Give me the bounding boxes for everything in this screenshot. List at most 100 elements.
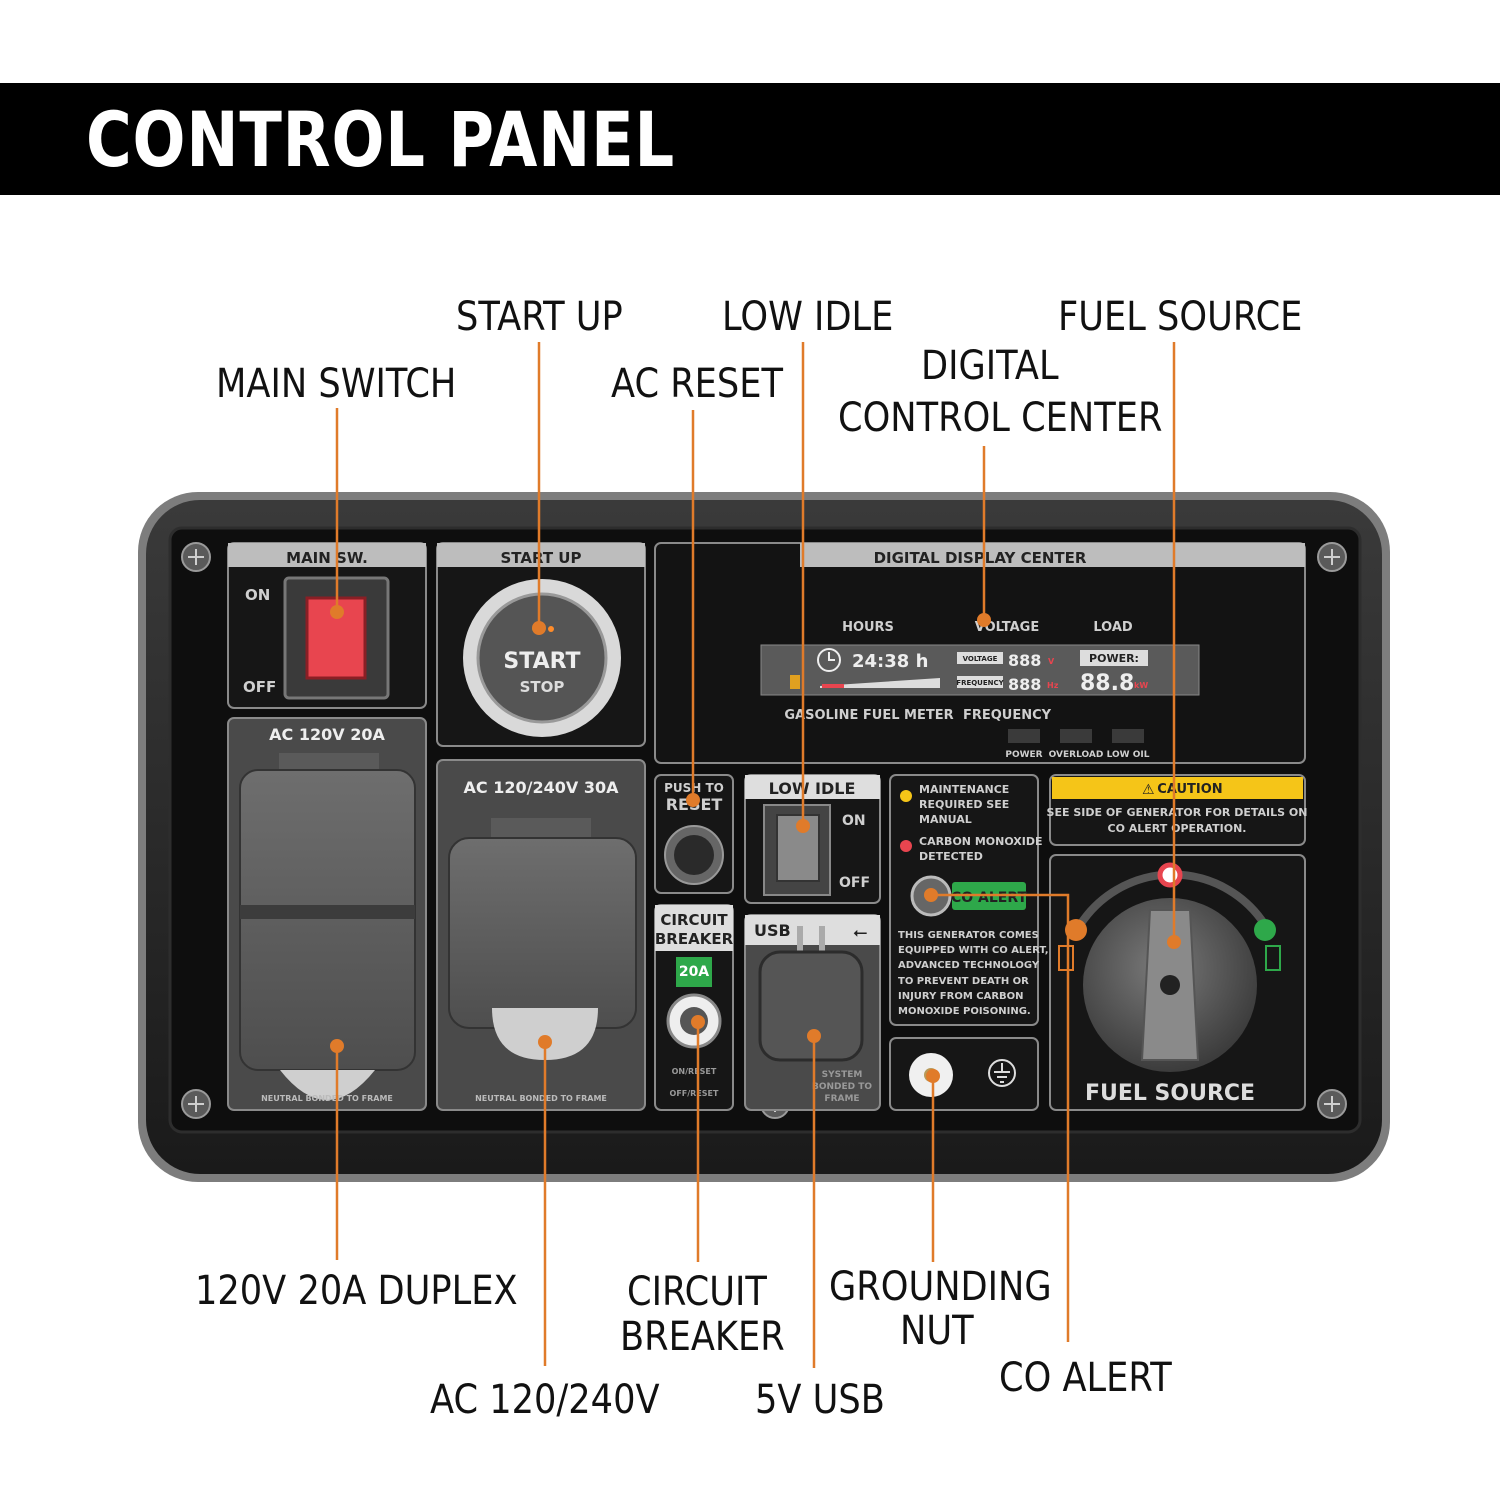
header-bar: CONTROL PANEL	[0, 83, 1500, 195]
duplex-outlet-panel: AC 120V 20A NEUTRAL BONDED TO FRAME	[227, 717, 427, 1111]
start-up-panel: START UP START STOP	[436, 542, 646, 747]
callout-5v-usb: 5V USB	[755, 1377, 885, 1423]
panel-co-co2: DETECTED	[919, 850, 983, 863]
callout-circuit-line2: BREAKER	[620, 1314, 785, 1360]
panel-usb-title: USB	[754, 921, 791, 940]
panel-display-seg: 888	[1008, 675, 1041, 694]
callout-digital-line2: CONTROL CENTER	[838, 395, 1163, 441]
panel-display-voltage: VOLTAGE	[975, 620, 1040, 635]
callout-co-alert: CO ALERT	[999, 1355, 1172, 1401]
leader-lines	[335, 342, 1176, 1368]
low-idle-panel: LOW IDLE ON OFF	[744, 774, 881, 904]
callout-duplex: 120V 20A DUPLEX	[195, 1268, 518, 1314]
panel-co-maint2: REQUIRED SEE	[919, 798, 1009, 811]
panel-co-co1: CARBON MONOXIDE	[919, 835, 1043, 848]
panel-low_idle-on: ON	[842, 813, 866, 829]
panel-display-voltage_tag: VOLTAGE	[963, 655, 998, 663]
panel-caution-line1: SEE SIDE OF GENERATOR FOR DETAILS ON	[1047, 806, 1308, 819]
twistlock-outlet-cover	[448, 837, 637, 1029]
panel-display-power_value: 88.8	[1080, 671, 1134, 696]
callout-grounding-line2: NUT	[900, 1308, 974, 1354]
panel-usb-note3: FRAME	[824, 1094, 859, 1104]
panel-breaker-rating: 20A	[679, 964, 709, 980]
callout-low-idle: LOW IDLE	[722, 294, 894, 340]
panel-display-unit_hz: Hz	[1047, 681, 1059, 690]
propane-icon	[1058, 945, 1074, 971]
panel-breaker-line1: CIRCUIT	[660, 911, 728, 929]
start-label: START	[503, 649, 580, 674]
main-switch-panel: MAIN SW. ON OFF	[227, 542, 427, 709]
panel-caution-title: CAUTION	[1157, 782, 1222, 797]
fuel-meter-bar	[820, 678, 940, 688]
callout-circuit-line1: CIRCUIT	[627, 1269, 767, 1315]
callout-grounding-line1: GROUNDING	[829, 1264, 1052, 1310]
panel-display-unit_kw: kW	[1134, 681, 1148, 690]
panel-outlet_30a-note: NEUTRAL BONDED TO FRAME	[475, 1094, 607, 1103]
panel-display-fuel_meter: GASOLINE FUEL METER	[784, 708, 953, 723]
panel-co-body-3: TO PREVENT DEATH OR	[898, 976, 1029, 987]
panel-fuel-label: FUEL SOURCE	[1085, 1081, 1255, 1106]
gasoline-icon	[1265, 945, 1281, 971]
panel-display-seg: 888	[1008, 651, 1041, 670]
usb-port-cover	[758, 950, 864, 1062]
caution-panel: ⚠ CAUTION SEE SIDE OF GENERATOR FOR DETA…	[1047, 774, 1308, 846]
duplex-outlet-cover	[239, 769, 416, 1071]
panel-usb-note2: BONDED TO	[812, 1082, 872, 1092]
usb-panel: USB ⭠ SYSTEM BONDED TO FRAME	[744, 914, 881, 1111]
panel-outlet_30a-title: AC 120/240V 30A	[464, 778, 620, 797]
leader-dots	[330, 605, 1181, 1083]
low-oil-indicator	[1112, 729, 1144, 743]
panel-display-frequency: FREQUENCY	[963, 708, 1052, 723]
panel-breaker-off: OFF/RESET	[670, 1089, 720, 1098]
panel-co-body-2: ADVANCED TECHNOLOGY	[898, 960, 1040, 971]
start-up-title: START UP	[501, 549, 582, 567]
panel-co-maint3: MANUAL	[919, 813, 972, 826]
main-sw-off: OFF	[243, 678, 276, 696]
panel-display-hours: HOURS	[842, 620, 894, 635]
start-stop-button	[476, 592, 608, 724]
warning-icon: ⚠	[1142, 782, 1155, 798]
callout-start-up: START UP	[456, 294, 623, 340]
co-alert-panel: MAINTENANCE REQUIRED SEE MANUAL CARBON M…	[889, 774, 1049, 1026]
panel-display-power_tag: POWER:	[1089, 652, 1139, 665]
panel-co-body-4: INJURY FROM CARBON	[898, 991, 1024, 1002]
callout-fuel-source: FUEL SOURCE	[1058, 294, 1303, 340]
page-title: CONTROL PANEL	[86, 95, 676, 184]
twistlock-outlet-panel: AC 120/240V 30A NEUTRAL BONDED TO FRAME	[436, 759, 646, 1111]
fuel-source-panel: FUEL SOURCE	[1049, 854, 1306, 1111]
panel-outlet_20a-note: NEUTRAL BONDED TO FRAME	[261, 1094, 393, 1103]
clock-icon	[817, 648, 841, 672]
grounding-panel	[889, 1037, 1039, 1111]
panel-outlet_20a-title: AC 120V 20A	[269, 725, 385, 744]
callout-main-switch: MAIN SWITCH	[216, 361, 457, 407]
panel-co-body-5: MONOXIDE POISONING.	[898, 1006, 1031, 1017]
power-indicator	[1008, 729, 1040, 743]
panel-co-body-1: EQUIPPED WITH CO ALERT,	[898, 945, 1049, 956]
usb-icon: ⭠	[853, 922, 867, 943]
callout-ac-120-240: AC 120/240V	[430, 1377, 660, 1423]
display-title: DIGITAL DISPLAY CENTER	[874, 549, 1087, 567]
panel-co-maint1: MAINTENANCE	[919, 783, 1009, 796]
main-sw-title: MAIN SW.	[286, 549, 368, 567]
callout-digital-line1: DIGITAL	[921, 343, 1059, 389]
panel-low_idle-off: OFF	[839, 875, 870, 891]
panel-display-hours_value: 24:38 h	[852, 651, 928, 672]
panel-display-ind_power: POWER	[1005, 750, 1042, 760]
panel-display-frequency_tag: FREQUENCY	[956, 679, 1004, 687]
panel-co-badge: CO ALERT	[951, 890, 1028, 906]
digital-display-panel: DIGITAL DISPLAY CENTER HOURS VOLTAGE LOA…	[654, 542, 1306, 764]
callout-ac-reset: AC RESET	[611, 361, 784, 407]
panel-caution-line2: CO ALERT OPERATION.	[1108, 822, 1247, 835]
panel-display-load: LOAD	[1093, 620, 1133, 635]
panel-display-ind_low_oil: LOW OIL	[1107, 750, 1150, 760]
circuit-breaker-panel: CIRCUIT BREAKER 20A ON/RESET OFF/RESET	[654, 904, 734, 1111]
panel-display-ind_overload: OVERLOAD	[1049, 750, 1104, 760]
panel-breaker-line2: BREAKER	[655, 930, 734, 948]
panel-co-body-0: THIS GENERATOR COMES	[898, 930, 1039, 941]
overload-indicator	[1060, 729, 1092, 743]
stop-label: STOP	[520, 678, 565, 696]
panel-low_idle-title: LOW IDLE	[769, 779, 856, 798]
fuel-can-icon	[790, 675, 800, 689]
panel-breaker-on: ON/RESET	[672, 1067, 717, 1076]
